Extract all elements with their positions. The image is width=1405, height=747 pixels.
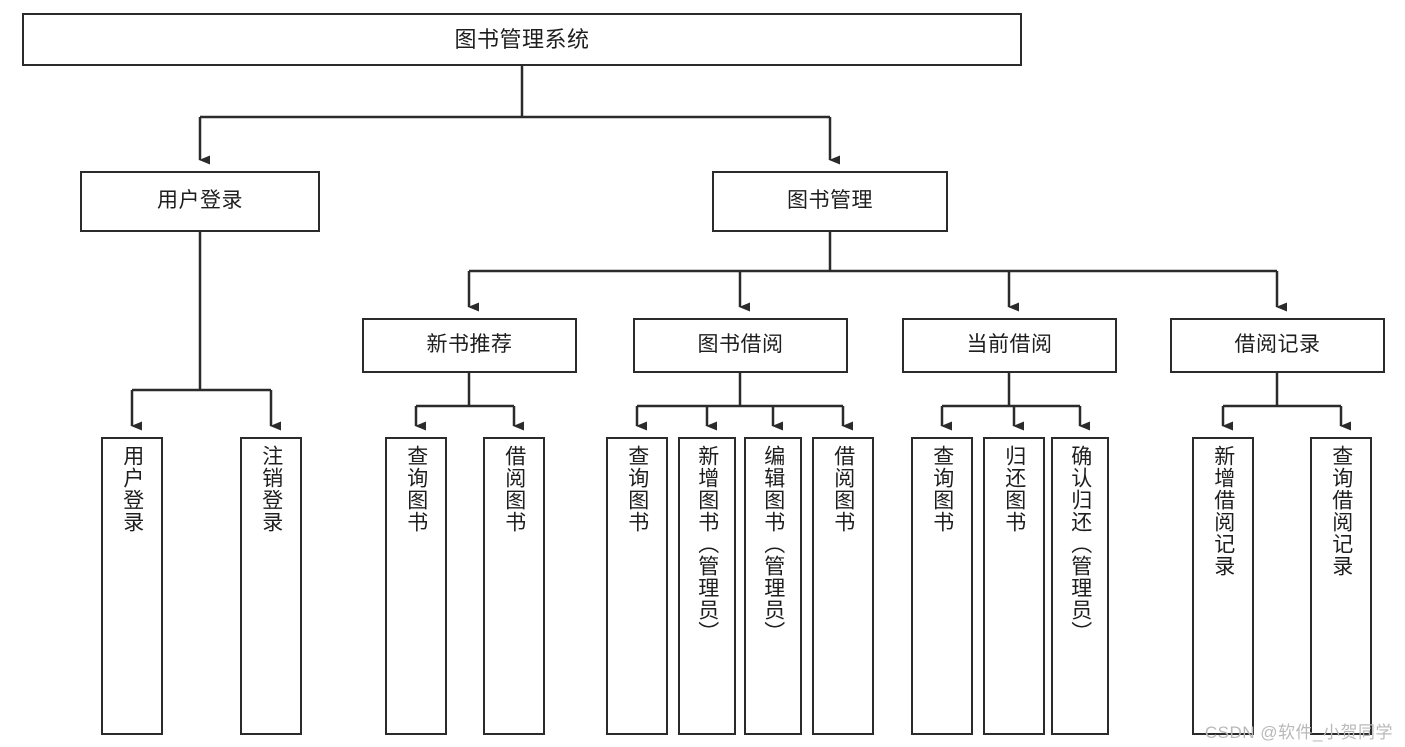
node-leaf-return-book-label: 归还图书 bbox=[1002, 445, 1026, 533]
node-root[interactable]: 图书管理系统 bbox=[22, 13, 1022, 66]
node-leaf-edit-book[interactable]: 编辑图书（管理员） bbox=[744, 437, 802, 735]
node-book-borrow[interactable]: 图书借阅 bbox=[633, 318, 848, 373]
node-leaf-query-book-3-label: 查询图书 bbox=[930, 445, 954, 533]
node-leaf-query-record-label: 查询借阅记录 bbox=[1329, 445, 1353, 577]
node-leaf-user-login-label: 用户登录 bbox=[120, 445, 144, 533]
node-leaf-return-book[interactable]: 归还图书 bbox=[983, 437, 1045, 735]
node-leaf-query-book-1-label: 查询图书 bbox=[404, 445, 428, 533]
node-user-login-label: 用户登录 bbox=[157, 189, 243, 213]
node-leaf-add-record-label: 新增借阅记录 bbox=[1211, 445, 1235, 577]
node-leaf-query-record[interactable]: 查询借阅记录 bbox=[1310, 437, 1372, 735]
node-leaf-query-book-2[interactable]: 查询图书 bbox=[606, 437, 668, 735]
node-leaf-query-book-2-label: 查询图书 bbox=[625, 445, 649, 533]
node-book-borrow-label: 图书借阅 bbox=[697, 333, 784, 357]
node-leaf-add-book-label: 新增图书（管理员） bbox=[695, 445, 719, 643]
node-new-book-rec[interactable]: 新书推荐 bbox=[362, 318, 577, 373]
node-leaf-user-login[interactable]: 用户登录 bbox=[101, 437, 163, 735]
node-book-manage[interactable]: 图书管理 bbox=[712, 171, 948, 232]
node-root-label: 图书管理系统 bbox=[454, 26, 590, 52]
node-user-login[interactable]: 用户登录 bbox=[80, 171, 320, 232]
node-book-manage-label: 图书管理 bbox=[787, 189, 873, 213]
node-leaf-user-logout-label: 注销登录 bbox=[259, 445, 283, 533]
node-leaf-borrow-book-1[interactable]: 借阅图书 bbox=[483, 437, 545, 735]
node-leaf-confirm-return-label: 确认归还（管理员） bbox=[1068, 445, 1092, 643]
node-new-book-rec-label: 新书推荐 bbox=[426, 333, 513, 357]
node-current-borrow-label: 当前借阅 bbox=[966, 333, 1053, 357]
node-leaf-edit-book-label: 编辑图书（管理员） bbox=[761, 445, 785, 643]
node-leaf-add-book[interactable]: 新增图书（管理员） bbox=[678, 437, 736, 735]
node-leaf-confirm-return[interactable]: 确认归还（管理员） bbox=[1051, 437, 1109, 735]
node-leaf-borrow-book-2[interactable]: 借阅图书 bbox=[812, 437, 874, 735]
node-leaf-add-record[interactable]: 新增借阅记录 bbox=[1192, 437, 1254, 735]
node-leaf-borrow-book-1-label: 借阅图书 bbox=[502, 445, 526, 533]
watermark-text: CSDN @软件_小贺同学 bbox=[1204, 723, 1393, 742]
node-leaf-query-book-3[interactable]: 查询图书 bbox=[911, 437, 973, 735]
node-borrow-record-label: 借阅记录 bbox=[1234, 333, 1321, 357]
node-leaf-borrow-book-2-label: 借阅图书 bbox=[831, 445, 855, 533]
node-current-borrow[interactable]: 当前借阅 bbox=[902, 318, 1117, 373]
node-borrow-record[interactable]: 借阅记录 bbox=[1170, 318, 1385, 373]
node-leaf-user-logout[interactable]: 注销登录 bbox=[240, 437, 302, 735]
node-leaf-query-book-1[interactable]: 查询图书 bbox=[385, 437, 447, 735]
